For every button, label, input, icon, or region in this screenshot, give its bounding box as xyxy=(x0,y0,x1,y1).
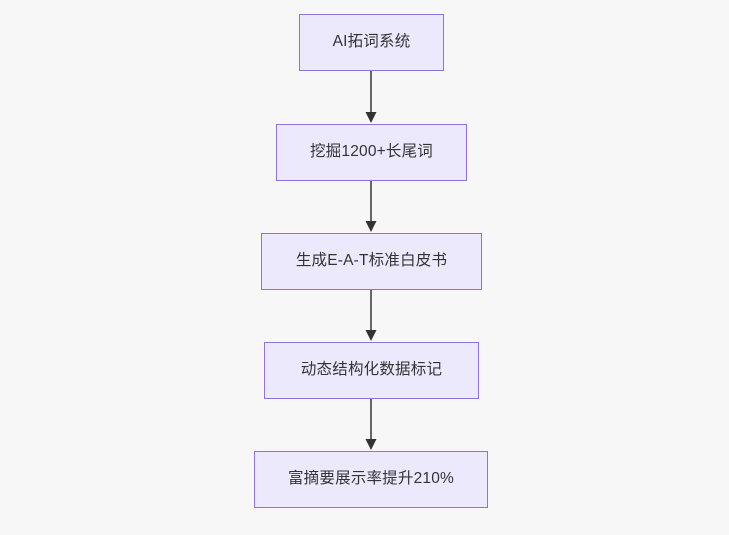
flowchart-node-label: 挖掘1200+长尾词 xyxy=(309,143,434,161)
flowchart-node-label: 生成E-A-T标准白皮书 xyxy=(295,252,448,270)
flowchart-node-n2[interactable]: 挖掘1200+长尾词 xyxy=(276,124,467,181)
arrow-down-icon xyxy=(365,290,377,341)
flowchart-node-label: 富摘要展示率提升210% xyxy=(287,470,455,488)
arrow-down-icon xyxy=(365,399,377,450)
flowchart-edge-n4-n5 xyxy=(362,399,380,451)
arrow-down-icon xyxy=(365,71,377,123)
flowchart-edge-n1-n2 xyxy=(362,71,380,124)
flowchart-node-n3[interactable]: 生成E-A-T标准白皮书 xyxy=(261,233,482,290)
flowchart-node-n5[interactable]: 富摘要展示率提升210% xyxy=(254,451,488,508)
arrow-down-icon xyxy=(365,181,377,232)
flowchart-edge-n3-n4 xyxy=(362,290,380,342)
flowchart-node-n4[interactable]: 动态结构化数据标记 xyxy=(264,342,479,399)
flowchart-node-label: AI拓词系统 xyxy=(332,33,411,51)
flowchart-node-label: 动态结构化数据标记 xyxy=(300,361,443,379)
flowchart-edge-n2-n3 xyxy=(362,181,380,233)
flowchart-node-n1[interactable]: AI拓词系统 xyxy=(299,14,444,71)
